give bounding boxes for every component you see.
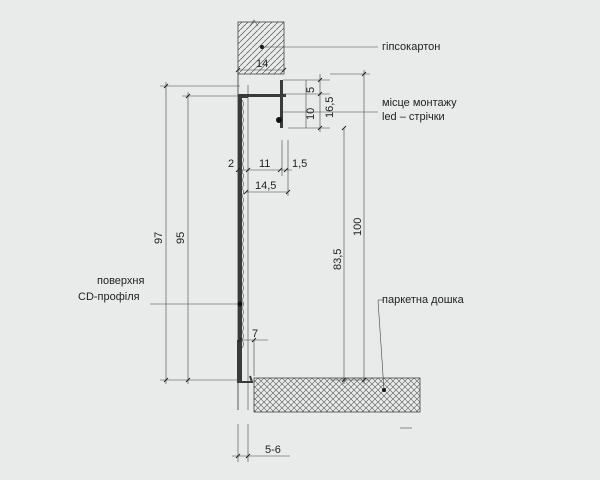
drywall-block	[237, 19, 378, 75]
dim-83-5-value: 83,5	[332, 249, 344, 270]
led-label-line2: led – стрічки	[382, 111, 445, 123]
dim-14-value: 14	[256, 58, 268, 70]
dim-14-5-value: 14,5	[255, 180, 276, 192]
dim-7	[237, 337, 268, 376]
dim-5-6	[232, 424, 290, 462]
dim-95-value: 95	[175, 232, 187, 244]
dim-11-value: 11	[259, 158, 270, 170]
parquet-label: паркетна дошка	[382, 294, 465, 306]
cd-profile-pointer	[150, 301, 243, 307]
dim-97-value: 97	[153, 232, 165, 244]
dim-7-value: 7	[252, 328, 258, 340]
dim-5-value: 5	[305, 87, 317, 93]
parquet-board	[253, 299, 421, 429]
dim-14	[235, 67, 287, 73]
dim-10-value: 10	[305, 108, 317, 120]
cd-label-line1: поверхня	[97, 275, 144, 287]
cd-label-line2: CD-профіля	[78, 291, 140, 303]
drywall-label: гіпсокартон	[382, 41, 440, 53]
dim-led-chain	[283, 74, 330, 132]
dim-14-5	[243, 176, 291, 196]
dim-100-value: 100	[352, 218, 364, 236]
led-label-line1: місце монтажу	[382, 97, 457, 109]
skirting-profile	[237, 80, 378, 383]
dim-5-6-value: 5-6	[265, 444, 281, 456]
dim-horizontal-chain	[235, 140, 292, 176]
dim-2-value: 2	[228, 158, 234, 170]
dim-1-5-value: 1,5	[292, 158, 307, 170]
dim-97-95	[160, 82, 240, 384]
dim-83-5-100	[330, 70, 370, 384]
dim-16-5-value: 16,5	[324, 97, 336, 118]
